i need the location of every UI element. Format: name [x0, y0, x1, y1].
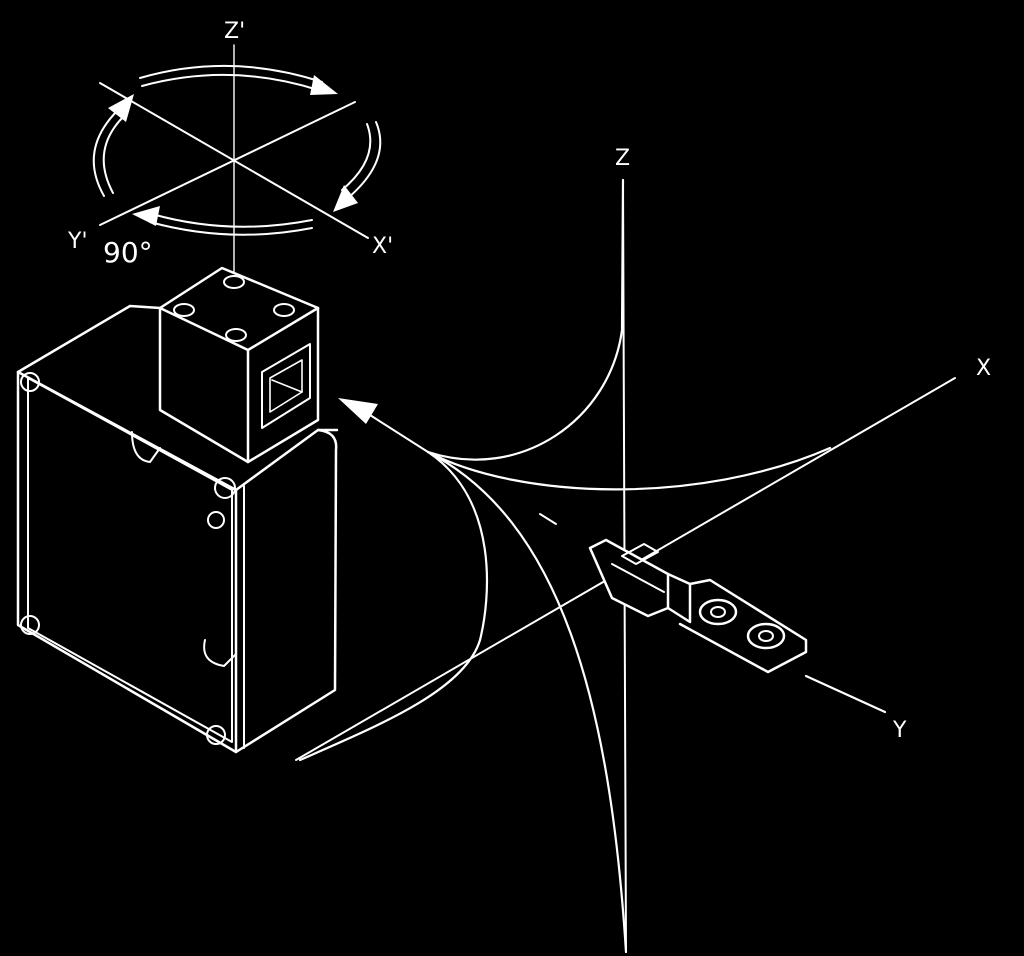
key-mount-hole-1-inner: [710, 606, 726, 618]
key-tongue-slot: [621, 543, 659, 565]
rot-axis-z-label: Z': [224, 19, 245, 44]
rotation-arc-bottom-outer: [151, 213, 313, 228]
head-slot-detail: [271, 379, 303, 393]
head-screw-top: [223, 275, 245, 289]
housing-top-edge: [16, 304, 162, 374]
actuator-head: [158, 266, 320, 464]
key-mount-hole-2: [746, 622, 786, 650]
hinge-tab-lower: [203, 639, 237, 667]
lid-screw-top-right: [207, 511, 225, 529]
rot-axis-y-line: [99, 101, 356, 226]
rotation-arc-bottom-inner: [149, 221, 313, 236]
rotation-arc-left-outer: [92, 109, 119, 197]
rotation-arrows: [92, 64, 382, 236]
approach-curve-from-x: [426, 446, 832, 491]
axis-z-label: Z: [615, 146, 630, 171]
rot-axis-y-label: Y': [67, 229, 88, 254]
head-screw-right: [273, 303, 295, 317]
housing-side-face: [234, 428, 338, 754]
axis-y-label: Y: [892, 718, 907, 743]
approach-direction-line: [369, 414, 429, 453]
axis-y-line-front: [804, 674, 887, 714]
approach-curves: [298, 178, 832, 954]
key-base-plate: [678, 578, 808, 674]
rot-axis-x-label: X': [372, 234, 393, 259]
housing-mount-screw: [214, 477, 236, 499]
lid-screw-bottom-left: [20, 615, 40, 635]
actuator-key: [588, 538, 808, 674]
arrow-head-bottom: [132, 206, 160, 226]
key-collar: [666, 572, 692, 624]
head-screw-bottom: [225, 328, 247, 342]
key-mount-hole-2-inner: [758, 630, 774, 642]
rotation-arc-right-inner: [341, 123, 372, 191]
arrow-head-right: [333, 185, 358, 212]
rotation-arc-left-inner: [102, 115, 125, 194]
arrow-head-top: [310, 75, 338, 95]
axis-y-line-back: [539, 513, 557, 525]
axis-x-label: X: [976, 356, 991, 381]
head-front-face: [158, 306, 250, 464]
hinge-tab-upper: [131, 431, 161, 463]
rotation-arc-right-outer: [347, 121, 382, 199]
head-rotation-axes: Z' Y' X' 90°: [67, 19, 393, 276]
housing-lid-border: [27, 377, 233, 743]
head-side-face: [246, 306, 320, 464]
approach-arrow-head: [338, 398, 378, 424]
approach-curve-from-y: [298, 450, 489, 762]
rotation-arc-top-inner: [141, 73, 319, 91]
head-screw-left: [173, 303, 195, 317]
head-actuator-slot: [261, 343, 311, 429]
lid-screw-top-left: [20, 372, 40, 392]
main-axes: Z X Y: [295, 146, 991, 953]
approach-curve-from-z: [426, 178, 625, 461]
rotation-angle-label: 90°: [103, 236, 153, 269]
key-tongue-ridge: [611, 563, 665, 593]
approach-curve-from-below: [426, 450, 628, 954]
rotation-arc-top-outer: [139, 64, 323, 83]
key-mount-hole-1: [698, 598, 738, 626]
arrow-head-left: [108, 94, 134, 122]
lid-screw-bottom-right: [206, 725, 226, 745]
